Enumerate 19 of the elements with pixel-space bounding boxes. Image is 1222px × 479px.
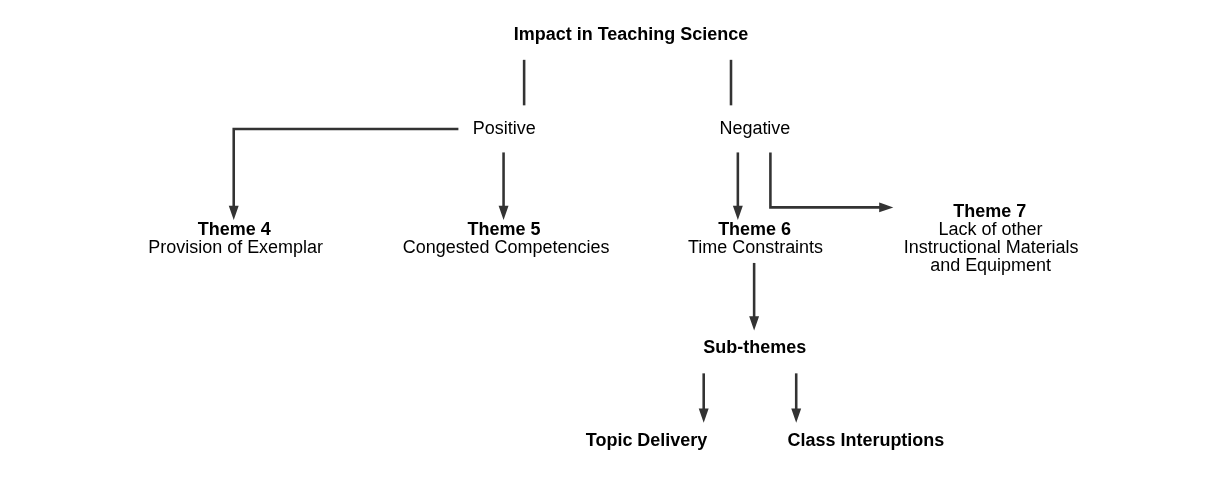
connector — [729, 59, 732, 106]
arrow — [698, 373, 709, 423]
node-text: Topic Delivery — [585, 429, 707, 450]
node-text: Impact in Teaching Science — [513, 23, 748, 44]
arrow — [768, 152, 893, 213]
arrow — [790, 373, 801, 423]
arrow — [732, 152, 743, 220]
node-text: Positive — [472, 117, 536, 138]
node-text: Sub-themes — [702, 337, 806, 358]
arrow — [228, 127, 458, 220]
arrow — [748, 262, 759, 331]
node-text: Theme 4 Provision of Exemplar — [147, 218, 323, 257]
node-text: Theme 6 Time Constraints — [687, 218, 823, 257]
node-text: Theme 5 Congested Competencies — [402, 218, 609, 257]
connector — [522, 59, 525, 106]
node-text: Class Interuptions — [787, 429, 944, 450]
node-text: Theme 7 Lack of other Instructional Materials and Equipment — [903, 200, 1079, 275]
arrow — [498, 152, 509, 220]
node-text: Negative — [718, 117, 790, 138]
